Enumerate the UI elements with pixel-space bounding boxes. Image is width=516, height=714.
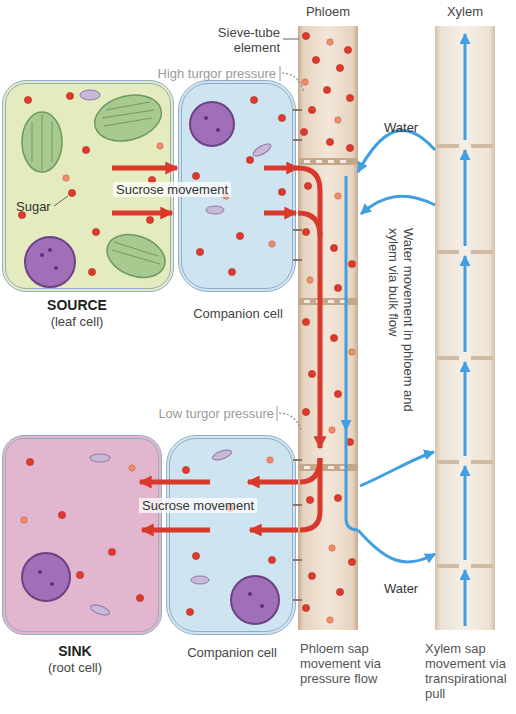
part-label: Sugar bbox=[16, 199, 56, 214]
cell-label: Phloem bbox=[286, 4, 370, 19]
cell-heading: SINK bbox=[20, 644, 130, 659]
cell-label: (leaf cell) bbox=[2, 314, 152, 329]
edge-label: Sucrose movement bbox=[113, 182, 231, 197]
edge-label: Water bbox=[384, 581, 418, 596]
pressure-note: High turgor pressure bbox=[148, 66, 276, 81]
water-flow bbox=[346, 176, 435, 530]
leader-line bbox=[283, 39, 299, 40]
cell-label: (root cell) bbox=[20, 660, 130, 675]
edge-label: Water bbox=[384, 120, 418, 135]
water-arc bbox=[361, 196, 435, 214]
companion-cell: Companion cell bbox=[166, 435, 296, 635]
caption-note: Xylem sap movement via transpirational p… bbox=[425, 641, 516, 701]
cell-label: Companion cell bbox=[192, 306, 284, 321]
water-arc bbox=[360, 452, 434, 486]
flow-note: Water movement in phloem and xylem via b… bbox=[386, 228, 416, 442]
xylem-vessel: Xylem bbox=[435, 26, 495, 630]
cell-label: Companion cell bbox=[186, 645, 278, 660]
bracket bbox=[279, 66, 280, 81]
sink-root-cell: SINK(root cell) bbox=[2, 435, 162, 635]
phloem-sieve-tube: Phloem bbox=[298, 26, 358, 630]
cell-label: Xylem bbox=[423, 4, 507, 19]
edge-label: Sucrose movement bbox=[139, 498, 257, 513]
bracket bbox=[276, 406, 277, 421]
part-label: Sieve-tube element bbox=[186, 25, 280, 55]
cell-heading: SOURCE bbox=[2, 298, 152, 313]
pressure-note: Low turgor pressure bbox=[148, 406, 274, 421]
water-arrow bbox=[358, 530, 435, 562]
water-arrow bbox=[358, 130, 435, 172]
caption-note: Phloem sap movement via pressure flow bbox=[300, 641, 386, 686]
